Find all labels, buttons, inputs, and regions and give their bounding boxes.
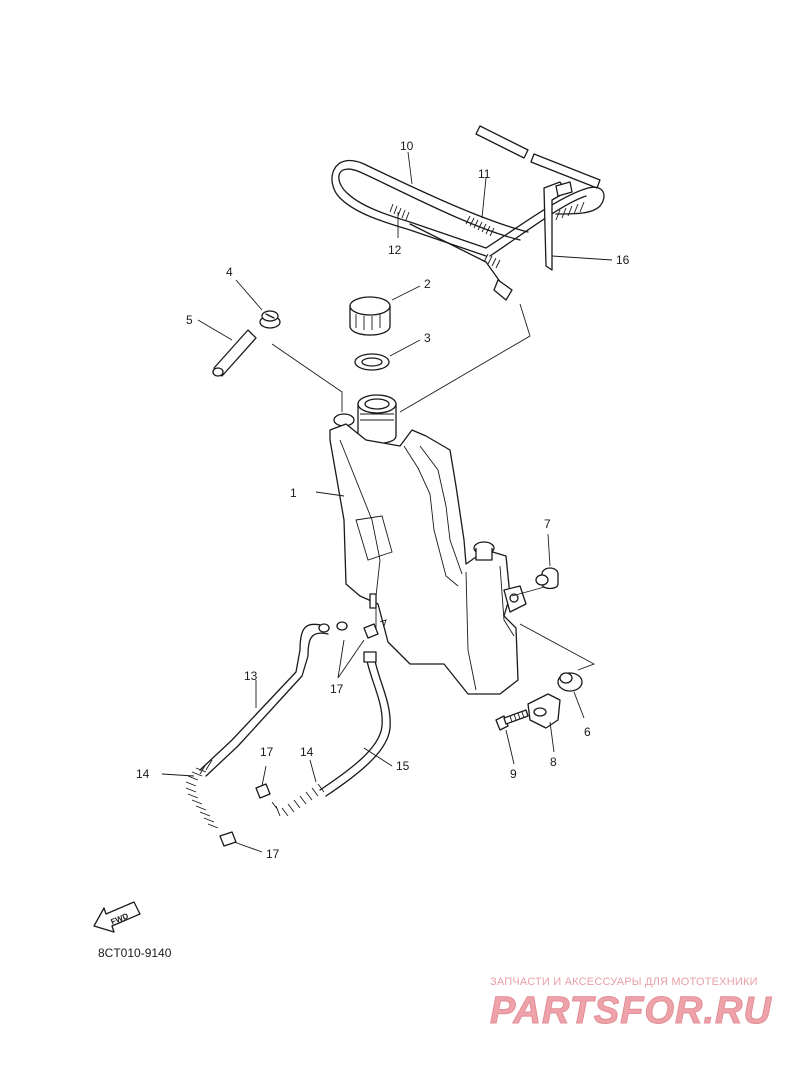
callout-2: 2 — [424, 277, 431, 291]
callout-14-right: 14 — [300, 745, 314, 759]
callout-17-bottom: 17 — [266, 847, 280, 861]
bolt-9 — [495, 709, 529, 731]
assembly-lines — [271, 303, 596, 671]
breather-cap-4 — [259, 310, 281, 329]
watermark-logo: PARTSFOR.RU — [490, 990, 772, 1033]
callout-5: 5 — [186, 313, 193, 327]
callout-11: 11 — [478, 167, 491, 181]
callout-6: 6 — [584, 725, 591, 739]
callout-12: 12 — [388, 243, 402, 257]
breather-hose-10-outline — [331, 159, 529, 257]
protector-spring-12 — [389, 203, 501, 269]
breather-hose-assembly — [331, 125, 605, 301]
overflow-hose-13 — [199, 623, 330, 777]
callout-3: 3 — [424, 331, 431, 345]
protector-spring-14-left — [185, 759, 219, 829]
hose-clamps-17-top — [336, 621, 379, 639]
callout-14-left: 14 — [136, 767, 150, 781]
callout-10: 10 — [400, 139, 414, 153]
hose-clip-16-tab — [555, 181, 573, 197]
breather-hose-11-outline — [489, 195, 587, 257]
protector-spring-11 — [465, 215, 495, 237]
callout-17-right: 17 — [260, 745, 274, 759]
drawing-code: 8CT010-9140 — [98, 946, 172, 960]
coolant-reservoir-tank-1 — [329, 394, 527, 695]
hose-clamp-17-right — [255, 783, 271, 799]
watermark-subtitle: ЗАПЧАСТИ И АКСЕССУАРЫ ДЛЯ МОТОТЕХНИКИ — [490, 976, 758, 988]
callout-16: 16 — [616, 253, 630, 267]
hose-12-end — [493, 279, 513, 301]
hose-end-pipe-a — [475, 125, 529, 159]
callout-9: 9 — [510, 767, 517, 781]
callout-13: 13 — [244, 669, 258, 683]
callout-1: 1 — [290, 486, 297, 500]
hose-clip-16 — [543, 181, 567, 271]
damper-grommet-6 — [557, 672, 583, 692]
cap-gasket-3 — [354, 353, 390, 371]
callout-leaders — [161, 151, 613, 853]
fwd-arrow: FWD — [93, 901, 141, 933]
breather-hose-10 — [338, 168, 521, 249]
reservoir-hose-15 — [319, 651, 391, 797]
breather-pipe-5 — [212, 329, 257, 377]
protector-spring-16-side — [555, 201, 585, 221]
callout-8: 8 — [550, 755, 557, 769]
callout-15: 15 — [396, 759, 410, 773]
breather-hose-11 — [485, 186, 605, 249]
damper-grommet-7 — [535, 567, 559, 590]
callout-4: 4 — [226, 265, 233, 279]
callout-numbers: 1 2 3 4 5 6 7 8 9 10 11 12 13 14 14 15 1… — [136, 139, 630, 861]
callout-17-top: 17 — [330, 682, 344, 696]
reservoir-cap-2 — [349, 296, 391, 336]
protector-spring-14-right — [271, 783, 325, 817]
hose-clamp-17-bottom — [219, 831, 237, 847]
tank-bracket-8 — [527, 693, 561, 729]
callout-7: 7 — [544, 517, 551, 531]
